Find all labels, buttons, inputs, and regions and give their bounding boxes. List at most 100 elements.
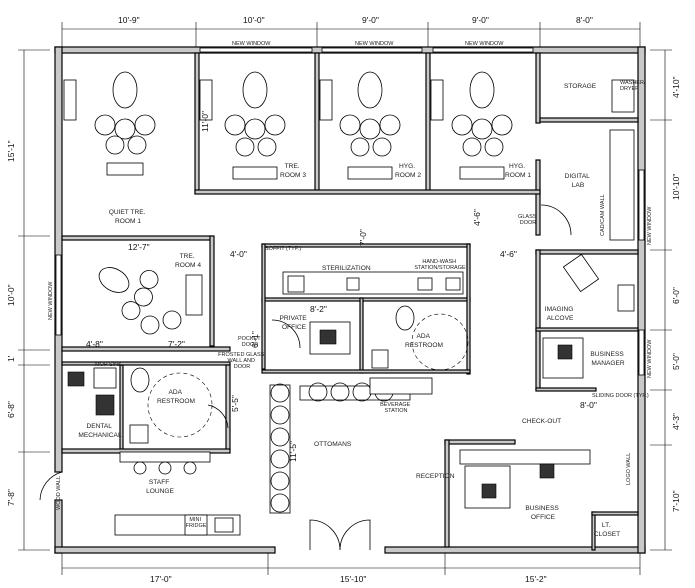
restroom-sink-2 bbox=[371, 349, 389, 369]
dim-inner-5: 4'-6" bbox=[500, 249, 517, 259]
dim-inner-11: 11'-0" bbox=[200, 111, 210, 132]
checkout-chair bbox=[539, 463, 555, 479]
room-business-office: BUSINESS OFFICE bbox=[525, 505, 560, 521]
private-office-chair bbox=[319, 329, 337, 345]
dim-bottom-3: 15'-2" bbox=[525, 574, 547, 584]
room-business-manager: BUSINESS MANAGER bbox=[590, 351, 625, 367]
dim-top-3: 9'-0" bbox=[362, 15, 379, 25]
note-frosted-glass: FROSTED GLASS WALL AND DOOR bbox=[218, 352, 266, 370]
dim-inner-4: 4'-6" bbox=[472, 209, 482, 226]
dim-right-5: 4'-3" bbox=[671, 413, 681, 430]
mop-sink-label: MOP SINK bbox=[95, 362, 122, 368]
business-office-chair-1 bbox=[481, 483, 497, 499]
beverage-station bbox=[369, 377, 433, 395]
lounge-base-counter bbox=[114, 514, 241, 536]
room-tre-4: TRE. ROOM 4 bbox=[175, 253, 201, 269]
dimension-lines bbox=[18, 22, 672, 575]
room-private-office: PRIVATE OFFICE bbox=[279, 315, 308, 331]
note-logo-wall: LOGO WALL bbox=[626, 453, 632, 485]
room-hyg-1: HYG. ROOM 1 bbox=[505, 163, 531, 179]
dim-top-5: 8'-0" bbox=[576, 15, 593, 25]
dim-top-4: 9'-0" bbox=[472, 15, 489, 25]
handwash-sink-1 bbox=[417, 277, 433, 291]
room-dental-mechanical: DENTAL MECHANICAL bbox=[78, 423, 122, 439]
turning-circle-1 bbox=[147, 372, 213, 438]
interior-walls bbox=[61, 52, 639, 551]
note-hand-wash: HAND-WASH STATION/STORAGE bbox=[414, 259, 466, 271]
interior-doors bbox=[39, 204, 572, 501]
washer-dryer-label: WASHER/ DRYER bbox=[620, 80, 647, 92]
room-staff-lounge: STAFF LOUNGE bbox=[146, 479, 174, 495]
dim-left-5: 7'-8" bbox=[6, 489, 16, 506]
note-mini-fridge: MINI FRIDGE bbox=[186, 517, 207, 529]
dim-right-6: 7'-10" bbox=[671, 490, 681, 512]
sterilization-counter bbox=[282, 271, 464, 295]
dim-left-1: 15'-1" bbox=[6, 140, 16, 162]
compressor bbox=[67, 371, 85, 387]
window-label-right-1: NEW WINDOW bbox=[647, 206, 653, 245]
dim-left-3: 1' bbox=[6, 355, 16, 362]
dim-right-1: 4'-10" bbox=[671, 76, 681, 98]
handwash-sink-2 bbox=[445, 277, 461, 291]
dim-inner-10: 8'-0" bbox=[580, 400, 597, 410]
dim-left-4: 6'-8" bbox=[6, 401, 16, 418]
dim-top-1: 10'-9" bbox=[118, 15, 140, 25]
room-quiet-tre: QUIET TRE. ROOM 1 bbox=[109, 209, 148, 225]
dim-right-2: 10'-10" bbox=[671, 174, 681, 200]
note-sliding-door: SLIDING DOOR (TYP.) bbox=[592, 393, 649, 399]
autoclave bbox=[287, 275, 305, 293]
dim-inner-2: 4'-0" bbox=[230, 249, 247, 259]
room-imaging: IMAGING ALCOVE bbox=[545, 306, 575, 322]
note-pocket-door: POCKET DOOR bbox=[238, 336, 262, 348]
washer-dryer bbox=[611, 79, 635, 113]
dim-bottom-1: 17'-0" bbox=[150, 574, 172, 584]
room-reception: RECEPTION bbox=[416, 473, 455, 480]
mop-sink bbox=[93, 367, 117, 389]
dim-inner-3: 7'-0" bbox=[358, 229, 368, 246]
room-lt-closet: LT. CLOSET bbox=[594, 522, 620, 538]
window-label-top-3: NEW WINDOW bbox=[465, 41, 504, 47]
dim-right-4: 5'-0" bbox=[671, 353, 681, 370]
restroom-sink-1 bbox=[129, 424, 149, 444]
dim-inner-7: 4'-8" bbox=[86, 339, 103, 349]
cad-cam-counter bbox=[609, 129, 635, 241]
window-label-top-1: NEW WINDOW bbox=[232, 41, 271, 47]
lounge-sink bbox=[214, 517, 234, 533]
vacuum-unit bbox=[95, 394, 115, 416]
room-tre-3: TRE. ROOM 3 bbox=[280, 163, 306, 179]
dim-inner-12: 11'-5" bbox=[288, 441, 298, 462]
room-hyg-2: HYG. ROOM 2 bbox=[395, 163, 421, 179]
dim-top-2: 10'-0" bbox=[243, 15, 265, 25]
window-label-left: NEW WINDOW bbox=[48, 281, 54, 320]
wall-cabinets bbox=[63, 79, 444, 121]
toilet-2 bbox=[395, 305, 415, 331]
dim-inner-9: 6'-1" bbox=[250, 331, 260, 348]
cad-cam-label: CAD/CAM WALL bbox=[600, 194, 606, 236]
room-sterilization: STERILIZATION bbox=[322, 265, 371, 272]
dim-right-3: 6'-0" bbox=[671, 287, 681, 304]
dim-left-2: 10'-0" bbox=[6, 284, 16, 306]
room-storage: STORAGE bbox=[564, 83, 597, 90]
checkout-counter bbox=[459, 449, 591, 465]
lounge-counter bbox=[119, 451, 211, 463]
turning-circle-2 bbox=[411, 313, 469, 371]
dim-inner-6: 8'-2" bbox=[310, 304, 327, 314]
dim-inner-8: 7'-2" bbox=[168, 339, 185, 349]
toilet-1 bbox=[130, 367, 150, 393]
window-label-top-2: NEW WINDOW bbox=[355, 41, 394, 47]
room-digital-lab: DIGITAL LAB bbox=[565, 173, 592, 189]
operatory-chairs bbox=[94, 71, 513, 335]
room-ada-restroom-1: ADA RESTROOM bbox=[157, 389, 195, 405]
dim-bottom-2: 15'-10" bbox=[340, 574, 366, 584]
room-ada-restroom-2: ADA RESTROOM bbox=[405, 333, 443, 349]
sterilization-sink bbox=[346, 277, 360, 291]
room-ottomans: OTTOMANS bbox=[314, 441, 352, 448]
note-soffit: SOFFIT (TYP.) bbox=[265, 246, 301, 252]
dim-inner-13: 5'-5" bbox=[230, 395, 240, 412]
note-glass-door: GLASS DOOR bbox=[518, 214, 538, 226]
note-wood-wall: WOOD WALL bbox=[56, 476, 62, 510]
imaging-cabinet bbox=[617, 284, 635, 312]
room-checkout: CHECK-OUT bbox=[522, 418, 561, 425]
dim-inner-1: 12'-7" bbox=[128, 242, 150, 252]
